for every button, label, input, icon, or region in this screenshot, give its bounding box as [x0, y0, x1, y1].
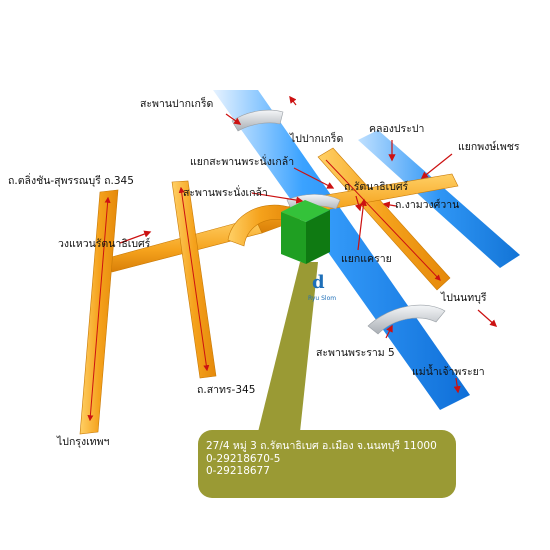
label-saphan-phra-ram-5: สะพานพระราม 5 — [316, 347, 395, 359]
arrow-khae-rai — [357, 198, 367, 251]
arrow-saphan-pak-kret — [225, 113, 242, 125]
arrow-yaek-phra-nang-klao — [293, 167, 335, 189]
address-callout: 27/4 หมู่ 3 ถ.รัตนาธิเบศ อ.เมือง จ.นนทบุ… — [206, 440, 451, 478]
label-yaek-khae-rai: แยกแคราย — [341, 253, 392, 265]
callout-pointer — [258, 262, 318, 432]
label-pai-krungthep: ไปกรุงเทพฯ — [56, 435, 110, 448]
phone-line-1: 0-29218670-5 — [206, 452, 281, 465]
label-maenam-chao-phraya: แม่น้ำเจ้าพระยา — [412, 364, 485, 378]
arrow-rattanathibet — [354, 195, 362, 212]
bridge-phra-ram-5 — [367, 304, 446, 335]
label-yaek-phong-phet: แยกพงษ์เพชร — [458, 140, 520, 153]
bridge-pak-kret — [231, 109, 284, 132]
logo: d Ryu Slom — [308, 272, 336, 302]
label-khlong-prapa: คลองประปา — [369, 123, 424, 135]
arrow-saphan-phra-nang-klao — [251, 192, 304, 204]
arrow-pak-kret — [289, 95, 297, 106]
label-saphan-phra-nang-klao: สะพานพระนั่งเกล้า — [183, 185, 268, 199]
label-pai-pak-kret: ไปปากเกร็ด — [289, 131, 343, 145]
callout-box — [198, 430, 456, 498]
label-yaek-saphan-phra-nang-klao: แยกสะพานพระนั่งเกล้า — [190, 154, 294, 168]
khlong-prapa-canal — [358, 130, 520, 268]
label-wongwaen-rattanathibet: วงแหวนรัตนาธิเบศร์ — [58, 237, 151, 250]
building-front — [281, 212, 306, 264]
arrow-phra-ram-5 — [385, 324, 393, 339]
arrow-yaek-phong-phet — [420, 153, 453, 179]
arrow-ngam-wong-wan — [382, 201, 397, 209]
arrow-pai-nonthaburi — [477, 309, 498, 327]
road-ngam-wong-wan — [317, 147, 451, 291]
phone-line-2: 0-29218677 — [206, 465, 270, 477]
arrow-wongwaen — [119, 230, 152, 244]
direction-line-ngam-wong-wan — [325, 159, 441, 281]
direction-line-sathon — [178, 186, 210, 372]
building-top — [281, 200, 330, 222]
direction-line-345-left — [87, 196, 111, 422]
address-line: 27/4 หมู่ 3 ถ.รัตนาธิเบศ อ.เมือง จ.นนทบุ… — [206, 440, 437, 452]
label-thanon-talingchan: ถ.ตลิ่งชัน-สุพรรณบุรี ถ.345 — [8, 173, 134, 187]
logo-text: Ryu Slom — [308, 295, 336, 302]
arrow-chao-phraya — [453, 377, 461, 394]
label-saphan-pak-kret: สะพานปากเกร็ด — [140, 96, 213, 110]
chao-phraya-river — [213, 90, 470, 410]
label-thanon-rattanathibet: ถ.รัตนาธิเบศร์ — [344, 180, 409, 193]
label-thanon-ngam-wong-wan: ถ.งามวงศ์วาน — [395, 198, 459, 211]
label-pai-nonthaburi: ไปนนทบุรี — [440, 291, 487, 304]
building-side — [306, 210, 330, 264]
logo-mark: d — [312, 272, 325, 293]
label-thanon-sathon: ถ.สาทร-345 — [197, 384, 255, 396]
